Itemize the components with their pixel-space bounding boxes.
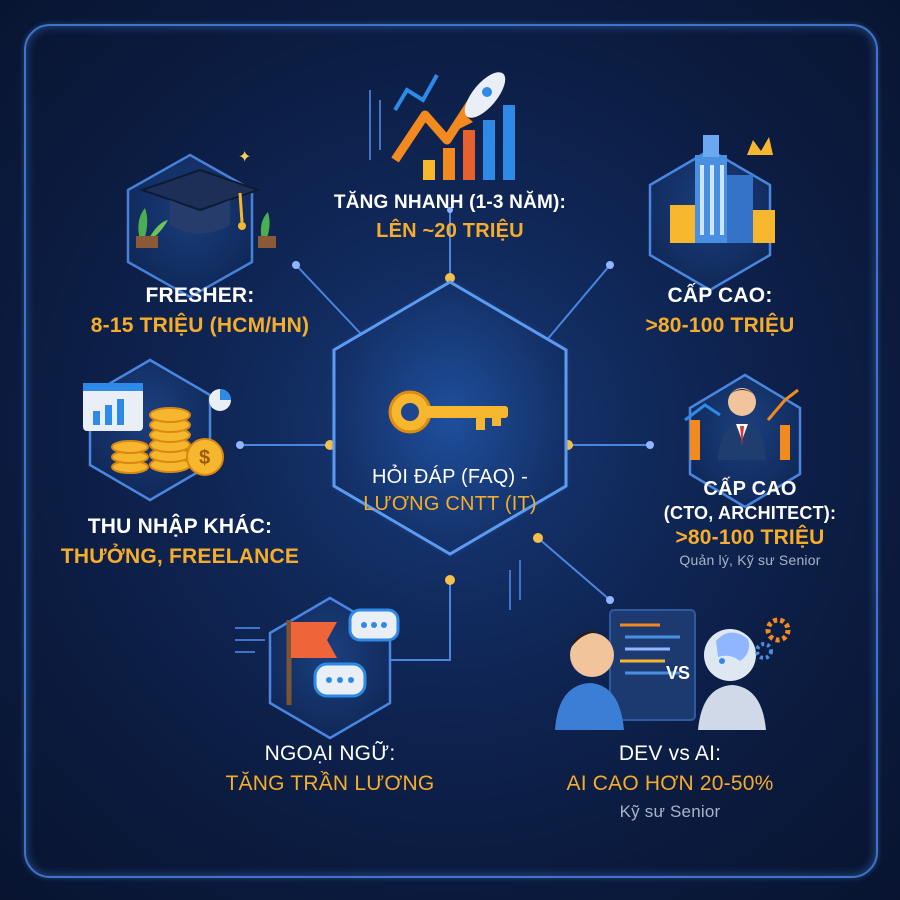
language-value: TĂNG TRẦN LƯƠNG bbox=[225, 772, 435, 795]
developer-vs-robot-icon: VS bbox=[555, 609, 791, 730]
executive-title: CẤP CAO bbox=[703, 478, 797, 500]
executive-value: >80-100 TRIỆU bbox=[675, 526, 825, 549]
graduation-cap-icon: ✦ bbox=[136, 150, 276, 248]
fresher-title: FRESHER: bbox=[145, 284, 255, 307]
coins-chart-icon: $ bbox=[83, 383, 231, 476]
senior-value: >80-100 TRIỆU bbox=[645, 314, 795, 337]
connector-end-dots bbox=[236, 207, 654, 604]
language-title: NGOẠI NGỮ: bbox=[264, 742, 396, 765]
senior-label: CẤP CAO: >80-100 TRIỆU bbox=[600, 284, 840, 338]
outer-frame bbox=[24, 24, 878, 878]
center-title-line2: LƯƠNG CNTT (IT) bbox=[363, 493, 537, 515]
fresher-value: 8-15 TRIỆU (HCM/HN) bbox=[90, 314, 310, 337]
other-income-label: THU NHẬP KHÁC: THƯỞNG, FREELANCE bbox=[40, 515, 320, 569]
key-icon bbox=[388, 390, 508, 434]
center-label: HỎI ĐÁP (FAQ) - LƯƠNG CNTT (IT) bbox=[330, 466, 570, 516]
executive-label: CẤP CAO (CTO, ARCHITECT): >80-100 TRIỆU … bbox=[620, 478, 880, 568]
manager-chart-icon bbox=[684, 388, 799, 460]
deco-dashes bbox=[235, 90, 521, 653]
growth-title: TĂNG NHANH (1-3 NĂM): bbox=[333, 192, 567, 213]
dev-ai-title: DEV vs AI: bbox=[618, 742, 722, 765]
dev-ai-label: DEV vs AI: AI CAO HƠN 20-50% Kỹ sư Senio… bbox=[530, 742, 810, 822]
skyscraper-crown-icon bbox=[670, 135, 775, 243]
dev-ai-value: AI CAO HƠN 20-50% bbox=[566, 772, 774, 795]
fresher-label: FRESHER: 8-15 TRIỆU (HCM/HN) bbox=[60, 284, 340, 338]
senior-title: CẤP CAO: bbox=[667, 284, 773, 307]
vs-label: VS bbox=[666, 663, 690, 683]
other-income-value: THƯỞNG, FREELANCE bbox=[60, 545, 300, 568]
other-income-title: THU NHẬP KHÁC: bbox=[87, 515, 273, 538]
growth-value: LÊN ~20 TRIỆU bbox=[376, 220, 524, 242]
language-label: NGOẠI NGỮ: TĂNG TRẦN LƯƠNG bbox=[190, 742, 470, 796]
growth-label: TĂNG NHANH (1-3 NĂM): LÊN ~20 TRIỆU bbox=[300, 192, 600, 243]
executive-note: Quản lý, Kỹ sư Senior bbox=[679, 552, 821, 568]
svg-text:$: $ bbox=[199, 447, 210, 469]
svg-text:✦: ✦ bbox=[238, 150, 251, 166]
connector-lines bbox=[240, 210, 650, 661]
rocket-chart-icon bbox=[391, 72, 515, 180]
flag-chat-icon bbox=[286, 608, 400, 705]
dev-ai-note: Kỹ sư Senior bbox=[619, 802, 721, 821]
center-title-line1: HỎI ĐÁP (FAQ) - bbox=[372, 466, 528, 488]
executive-subtitle: (CTO, ARCHITECT): bbox=[663, 503, 837, 523]
